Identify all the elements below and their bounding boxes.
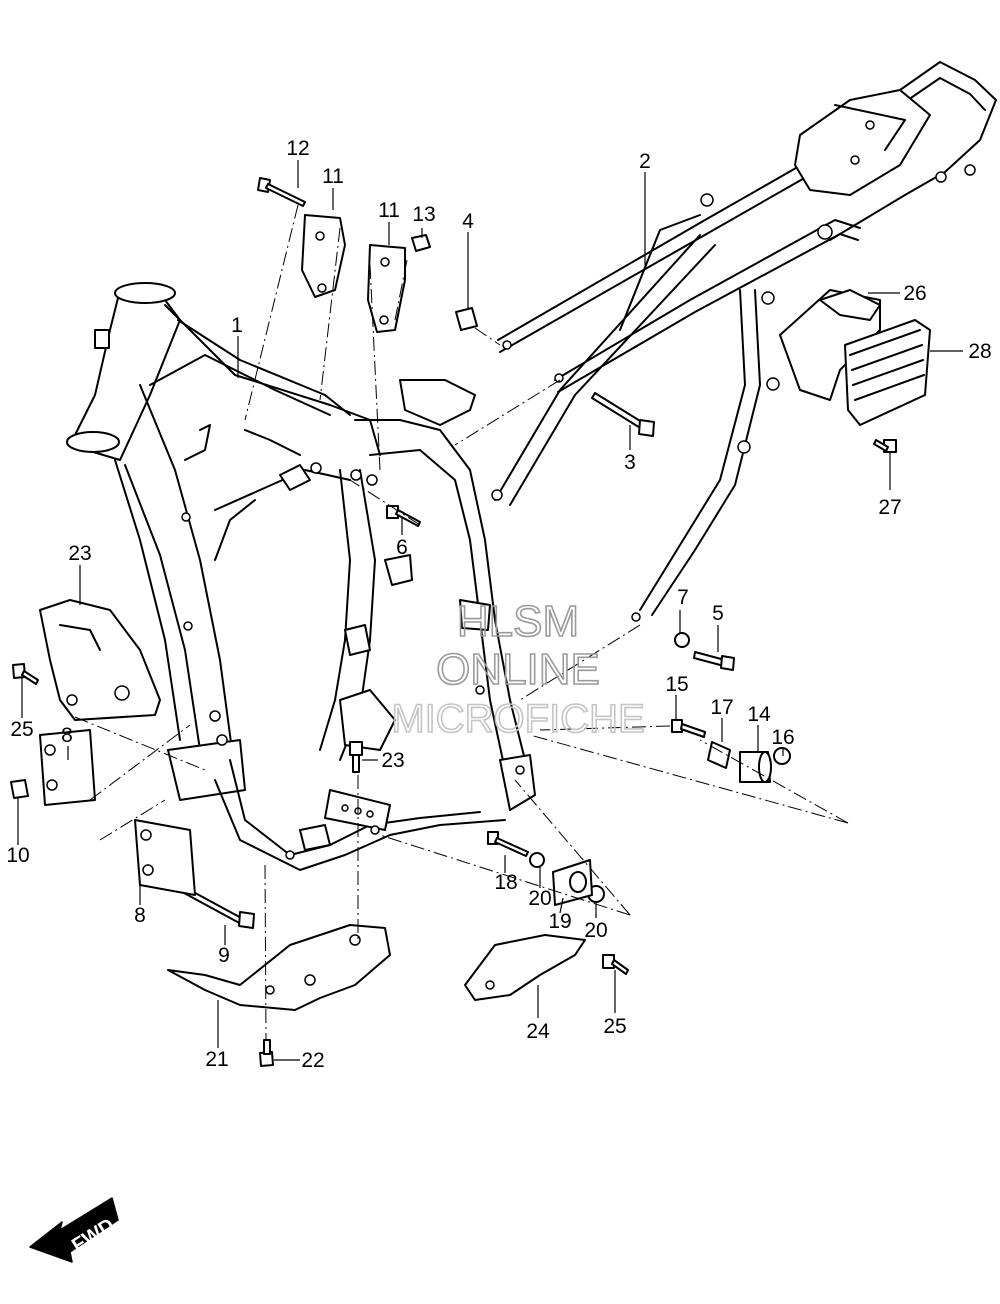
watermark-line3: MICROFICHE	[391, 697, 644, 741]
callout-19: 18	[494, 871, 517, 894]
fwd-direction-arrow: FWD	[29, 1197, 119, 1263]
watermark-line2: ONLINE	[436, 645, 600, 694]
rear-subframe	[491, 61, 997, 622]
callouts: 12 11 11 13 4 2 1 26 28 3 27 6 23 7 5 15…	[6, 137, 991, 1072]
callout-20b: 20	[584, 919, 607, 942]
callout-16: 16	[771, 726, 794, 749]
callout-21: 21	[205, 1048, 228, 1071]
callout-27: 27	[878, 496, 901, 519]
chain-guide-cover	[464, 934, 586, 1001]
callout-23a: 23	[68, 542, 91, 565]
callout-28: 28	[968, 340, 991, 363]
callout-17: 17	[710, 696, 733, 719]
leader-lines	[17, 160, 963, 1061]
main-frame	[66, 282, 536, 871]
callout-9: 9	[218, 944, 230, 967]
callout-24: 24	[526, 1020, 550, 1043]
callout-12: 12	[286, 137, 309, 160]
ecu-and-holder	[779, 289, 931, 426]
callout-25a: 25	[10, 718, 33, 741]
engine-mount-brackets	[39, 729, 196, 896]
bolts-and-nuts	[10, 177, 897, 1067]
callout-1: 1	[231, 314, 243, 337]
callout-26: 26	[903, 282, 926, 305]
watermark-line1: HLSM	[457, 597, 579, 646]
skid-plate	[167, 924, 391, 1011]
frame-guard	[39, 599, 161, 721]
callout-20a: 20	[528, 887, 551, 910]
callout-23b: 23	[381, 749, 404, 772]
callout-11a: 11	[322, 165, 344, 188]
callout-8a: 8	[61, 724, 73, 747]
callout-2: 2	[639, 150, 651, 173]
callout-10: 10	[6, 844, 29, 867]
callout-11b: 11	[378, 199, 400, 222]
callout-25b: 25	[603, 1015, 626, 1038]
callout-8b: 8	[134, 904, 146, 927]
callout-7: 7	[677, 586, 689, 609]
callout-14: 14	[747, 703, 771, 726]
callout-4: 4	[462, 210, 474, 233]
callout-18: 19	[548, 910, 571, 933]
callout-13: 13	[412, 203, 435, 226]
callout-22: 22	[301, 1049, 324, 1072]
callout-6: 6	[396, 536, 408, 559]
callout-15: 15	[665, 673, 688, 696]
callout-5: 5	[712, 602, 724, 625]
callout-3: 3	[624, 451, 636, 474]
watermark: HLSM ONLINE MICROFICHE	[391, 596, 646, 742]
